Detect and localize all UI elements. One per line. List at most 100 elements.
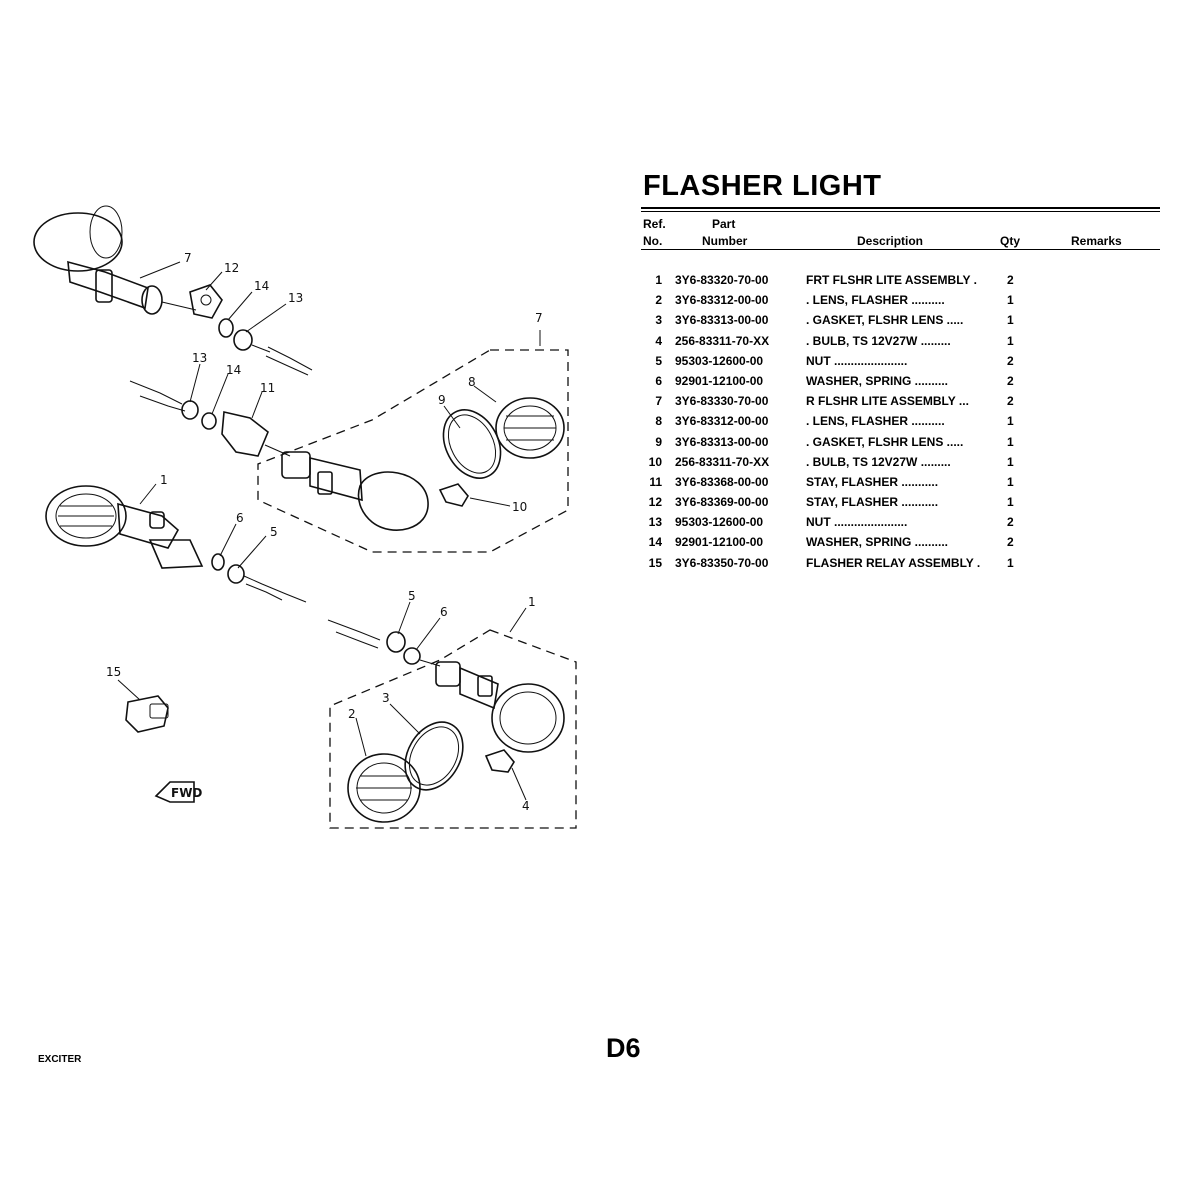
qty-cell: 2 [1007, 373, 1014, 388]
part-number-cell: 256-83311-70-XX [675, 454, 770, 469]
ref-cell: 5 [655, 353, 662, 368]
header-part-line1: Part [712, 217, 736, 231]
callout-12: 12 [224, 261, 239, 275]
parts-table-row: 7 3Y6-83330-70-00 R FLSHR LITE ASSEMBLY ..… [641, 393, 1160, 413]
ref-cell: 10 [648, 454, 662, 469]
part-number-cell: 3Y6-83312-00-00 [675, 293, 769, 308]
part-number-cell: 3Y6-83369-00-00 [675, 495, 769, 510]
qty-cell: 2 [1007, 394, 1014, 409]
qty-cell: 2 [1007, 273, 1014, 287]
header-rule [641, 249, 1160, 250]
callout-6-left: 6 [236, 511, 244, 525]
description-cell: . LENS, FLASHER .......... [806, 414, 945, 429]
callout-14-top: 14 [254, 279, 269, 293]
ref-cell: 12 [648, 495, 662, 510]
part-number-cell: 3Y6-83350-70-00 [675, 555, 769, 570]
description-cell: FRT FLSHR LITE ASSEMBLY . [806, 273, 977, 287]
qty-cell: 1 [1007, 313, 1014, 328]
qty-cell: 1 [1007, 333, 1014, 348]
description-cell: . GASKET, FLSHR LENS ..... [806, 313, 964, 328]
callout-11: 11 [260, 381, 275, 395]
callout-6-lower: 6 [440, 605, 448, 619]
header-part-line2: Number [702, 234, 748, 248]
callout-13-top: 13 [288, 291, 303, 305]
callout-1-box: 1 [528, 595, 536, 609]
part-number-cell: 92901-12100-00 [675, 535, 764, 550]
parts-table-body: 1 3Y6-83320-70-00 FRT FLSHR LITE ASSEMBLY … [641, 272, 1160, 575]
front-flasher-exploded [329, 629, 577, 829]
description-cell: . GASKET, FLSHR LENS ..... [806, 434, 964, 449]
flasher-relay [117, 679, 169, 733]
description-cell: R FLSHR LITE ASSEMBLY ... [806, 394, 969, 409]
callout-3: 3 [382, 691, 390, 705]
part-number-cell: 256-83311-70-XX [675, 333, 770, 348]
qty-cell: 1 [1007, 474, 1014, 489]
parts-table-row: 2 3Y6-83312-00-00 . LENS, FLASHER ........… [641, 292, 1160, 312]
ref-cell: 3 [655, 313, 662, 328]
part-number-cell: 92901-12100-00 [675, 373, 764, 388]
lower-nut-washer-group [327, 619, 441, 667]
ref-cell: 4 [655, 333, 662, 348]
part-number-cell: 3Y6-83313-00-00 [675, 434, 769, 449]
qty-cell: 1 [1007, 414, 1014, 429]
qty-cell: 1 [1007, 555, 1014, 570]
header-ref-line1: Ref. [643, 217, 666, 231]
callout-15: 15 [106, 665, 121, 679]
callout-10: 10 [512, 500, 527, 514]
ref-cell: 8 [655, 414, 662, 429]
fwd-label: FWD [171, 786, 202, 800]
callout-5-left: 5 [270, 525, 278, 539]
ref-cell: 13 [648, 515, 662, 530]
ref-cell: 7 [655, 394, 662, 409]
ref-cell: 2 [655, 293, 662, 308]
callout-9: 9 [438, 393, 446, 407]
description-cell: NUT ...................... [806, 353, 908, 368]
ref-cell: 15 [648, 555, 662, 570]
qty-cell: 1 [1007, 434, 1014, 449]
part-number-cell: 3Y6-83313-00-00 [675, 313, 769, 328]
callout-8: 8 [468, 375, 476, 389]
parts-table-row: 4 256-83311-70-XX . BULB, TS 12V27W ......… [641, 333, 1160, 353]
qty-cell: 1 [1007, 293, 1014, 308]
qty-cell: 1 [1007, 454, 1014, 469]
description-cell: WASHER, SPRING .......... [806, 535, 949, 550]
description-cell: . LENS, FLASHER .......... [806, 293, 945, 308]
part-number-cell: 3Y6-83330-70-00 [675, 394, 769, 409]
parts-table-row: 3 3Y6-83313-00-00 . GASKET, FLSHR LENS ...… [641, 312, 1160, 332]
exploded-parts-diagram: FWD 7 12 14 13 7 13 14 11 8 9 10 1 6 5 [33, 205, 577, 829]
qty-cell: 2 [1007, 353, 1014, 368]
part-number-cell: 95303-12600-00 [675, 353, 764, 368]
callout-4: 4 [522, 799, 530, 813]
rear-flasher-mounted [33, 205, 313, 376]
footer-model-name: EXCITER [38, 1054, 82, 1065]
footer-page-code: D6 [606, 1033, 641, 1063]
callout-7-top: 7 [184, 251, 192, 265]
qty-cell: 2 [1007, 515, 1014, 530]
description-cell: WASHER, SPRING .......... [806, 373, 949, 388]
description-cell: FLASHER RELAY ASSEMBLY . [806, 555, 981, 570]
part-number-cell: 95303-12600-00 [675, 515, 764, 530]
callout-14-mid: 14 [226, 363, 241, 377]
parts-table-row: 5 95303-12600-00 NUT .....................… [641, 353, 1160, 373]
header-qty: Qty [1000, 234, 1021, 248]
callout-2: 2 [348, 707, 356, 721]
description-cell: . BULB, TS 12V27W ......... [806, 333, 951, 348]
ref-cell: 9 [655, 434, 662, 449]
parts-table-row: 9 3Y6-83313-00-00 . GASKET, FLSHR LENS ...… [641, 434, 1160, 454]
page-title: FLASHER LIGHT [643, 170, 882, 202]
qty-cell: 1 [1007, 495, 1014, 510]
callout-1-left: 1 [160, 473, 168, 487]
part-number-cell: 3Y6-83320-70-00 [675, 273, 769, 287]
leader-lines [139, 261, 527, 757]
upper-stay-group [129, 380, 291, 457]
fwd-arrow-icon: FWD [154, 781, 202, 803]
ref-cell: 11 [649, 474, 662, 489]
title-rule-thick [641, 207, 1160, 209]
callout-numbers: 7 12 14 13 7 13 14 11 8 9 10 1 6 5 5 6 1… [106, 251, 543, 813]
